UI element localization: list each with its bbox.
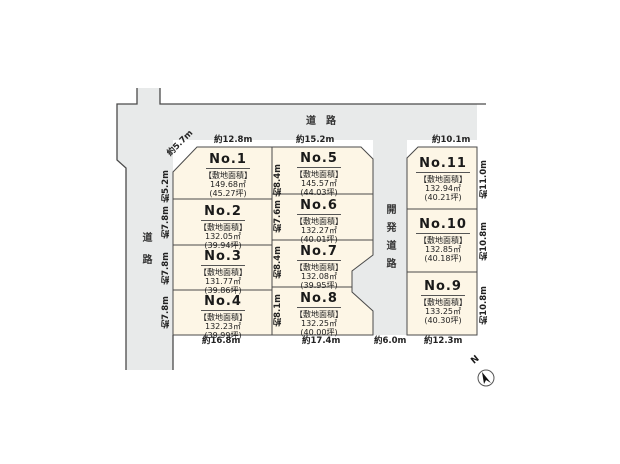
top-road-label: 道 路 <box>306 116 336 127</box>
lot-10[interactable]: No.10 【敷地面積】 132.85㎡ (40.18坪) <box>410 215 476 263</box>
dim-top-lot1: 約12.8m <box>214 135 253 145</box>
dim-left-lot2: 約7.8m <box>161 206 171 239</box>
dim-bottom-road: 約6.0m <box>374 336 407 346</box>
lot-3[interactable]: No.3 【敷地面積】 131.77㎡ (39.86坪) <box>188 247 258 295</box>
area-tsubo: (39.95坪) <box>300 281 338 290</box>
area-tsubo: (39.86坪) <box>204 286 242 295</box>
lot-number: No.5 <box>297 152 341 168</box>
area-tsubo: (39.94坪) <box>204 241 242 250</box>
lot-number: No.10 <box>416 218 470 234</box>
lot-7[interactable]: No.7 【敷地面積】 132.08㎡ (39.95坪) <box>284 242 354 290</box>
area-tsubo: (45.27坪) <box>209 189 247 198</box>
lot-8-shape <box>271 286 374 336</box>
area-m2: 132.05㎡ <box>205 232 241 241</box>
dim-mid-lot7: 約8.4m <box>273 246 283 279</box>
area-m2: 132.25㎡ <box>301 319 337 328</box>
lot-number: No.1 <box>206 153 250 169</box>
area-m2: 132.27㎡ <box>301 226 337 235</box>
area-label: 【敷地面積】 <box>295 217 343 226</box>
lot-8[interactable]: No.8 【敷地面積】 132.25㎡ (40.00坪) <box>284 289 354 337</box>
dim-top-lot11: 約10.1m <box>432 135 471 145</box>
lot-number: No.7 <box>297 245 341 261</box>
area-label: 【敷地面積】 <box>295 263 343 272</box>
north-arrow-icon <box>477 369 495 387</box>
area-label: 【敷地面積】 <box>419 175 467 184</box>
dim-left-lot1: 約5.2m <box>161 170 171 203</box>
area-m2: 149.68㎡ <box>210 180 246 189</box>
dim-bottom-mid: 約17.4m <box>302 336 341 346</box>
area-m2: 132.94㎡ <box>425 184 461 193</box>
area-tsubo: (40.18坪) <box>424 254 462 263</box>
lot-2-shape <box>172 198 273 246</box>
lot-11[interactable]: No.11 【敷地面積】 132.94㎡ (40.21坪) <box>410 154 476 202</box>
area-tsubo: (44.03坪) <box>300 188 338 197</box>
area-label: 【敷地面積】 <box>199 223 247 232</box>
area-label: 【敷地面積】 <box>419 236 467 245</box>
dim-left-lot3: 約7.8m <box>161 252 171 285</box>
area-tsubo: (40.00坪) <box>300 328 338 337</box>
lot-number: No.6 <box>297 199 341 215</box>
area-m2: 131.77㎡ <box>205 277 241 286</box>
area-m2: 132.08㎡ <box>301 272 337 281</box>
lot-number: No.9 <box>421 280 465 296</box>
area-m2: 132.23㎡ <box>205 322 241 331</box>
north-compass: N <box>469 354 500 388</box>
lot-number: No.8 <box>297 292 341 308</box>
dim-right-lot10: 約10.8m <box>479 222 489 261</box>
lot-number: No.4 <box>201 295 245 311</box>
area-tsubo: (40.21坪) <box>424 193 462 202</box>
dim-right-lot9: 約10.8m <box>479 286 489 325</box>
dim-right-lot11: 約11.0m <box>479 160 489 199</box>
development-road-area <box>352 140 407 335</box>
dim-top-lot5: 約15.2m <box>296 135 335 145</box>
lot-number: No.2 <box>201 205 245 221</box>
area-m2: 132.85㎡ <box>425 245 461 254</box>
area-label: 【敷地面積】 <box>295 310 343 319</box>
lot-6[interactable]: No.6 【敷地面積】 132.27㎡ (40.01坪) <box>284 196 354 244</box>
area-label: 【敷地面積】 <box>295 170 343 179</box>
dim-mid-lot6: 約7.6m <box>273 200 283 233</box>
left-road-label: 道路 <box>140 232 151 276</box>
lot-9-shape <box>406 271 478 336</box>
lot-1[interactable]: No.1 【敷地面積】 149.68㎡ (45.27坪) <box>193 150 263 198</box>
lot-number: No.11 <box>416 157 470 173</box>
dim-mid-lot8: 約8.1m <box>273 294 283 327</box>
dim-bottom-right: 約12.3m <box>424 336 463 346</box>
area-label: 【敷地面積】 <box>199 268 247 277</box>
lot-5[interactable]: No.5 【敷地面積】 145.57㎡ (44.03坪) <box>284 149 354 197</box>
area-m2: 145.57㎡ <box>301 179 337 188</box>
dim-mid-lot5: 約8.4m <box>273 164 283 197</box>
area-label: 【敷地面積】 <box>199 313 247 322</box>
development-road-label: 開発道路 <box>384 204 395 276</box>
area-tsubo: (39.99坪) <box>204 331 242 340</box>
lot-6-shape <box>271 193 374 241</box>
lot-5-shape <box>271 146 374 195</box>
area-label: 【敷地面積】 <box>204 171 252 180</box>
area-tsubo: (40.30坪) <box>424 316 462 325</box>
lot-number: No.3 <box>201 250 245 266</box>
dim-bottom-left: 約16.8m <box>202 336 241 346</box>
lot-9[interactable]: No.9 【敷地面積】 133.25㎡ (40.30坪) <box>410 277 476 325</box>
lot-2[interactable]: No.2 【敷地面積】 132.05㎡ (39.94坪) <box>188 202 258 250</box>
area-label: 【敷地面積】 <box>419 298 467 307</box>
lot-4[interactable]: No.4 【敷地面積】 132.23㎡ (39.99坪) <box>188 292 258 340</box>
dim-left-lot4: 約7.8m <box>161 296 171 329</box>
lot-10-shape <box>406 208 478 273</box>
road-area <box>117 88 477 370</box>
area-tsubo: (40.01坪) <box>300 235 338 244</box>
area-m2: 133.25㎡ <box>425 307 461 316</box>
